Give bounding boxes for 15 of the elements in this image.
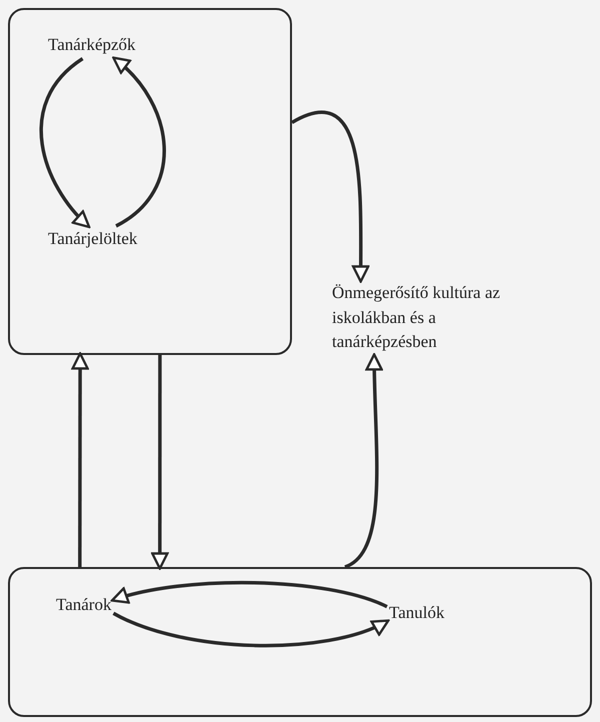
node-label: Tanárképzők bbox=[46, 32, 138, 59]
node-label: Tanulók bbox=[387, 600, 446, 627]
arrow bbox=[39, 57, 90, 228]
arrow bbox=[291, 110, 370, 283]
rounded-box bbox=[8, 567, 592, 717]
arrow bbox=[112, 56, 166, 228]
arrow bbox=[110, 580, 388, 608]
arrow bbox=[71, 352, 89, 567]
node-label: Önmegerősítő kultúra az iskolákban és a tanárképzésben bbox=[330, 280, 522, 356]
node-label: Tanárok bbox=[54, 592, 114, 619]
arrow bbox=[344, 353, 384, 569]
node-label: Tanárjelöltek bbox=[46, 226, 140, 253]
arrow bbox=[151, 355, 169, 570]
rounded-box bbox=[8, 8, 292, 355]
arrow bbox=[112, 612, 390, 648]
